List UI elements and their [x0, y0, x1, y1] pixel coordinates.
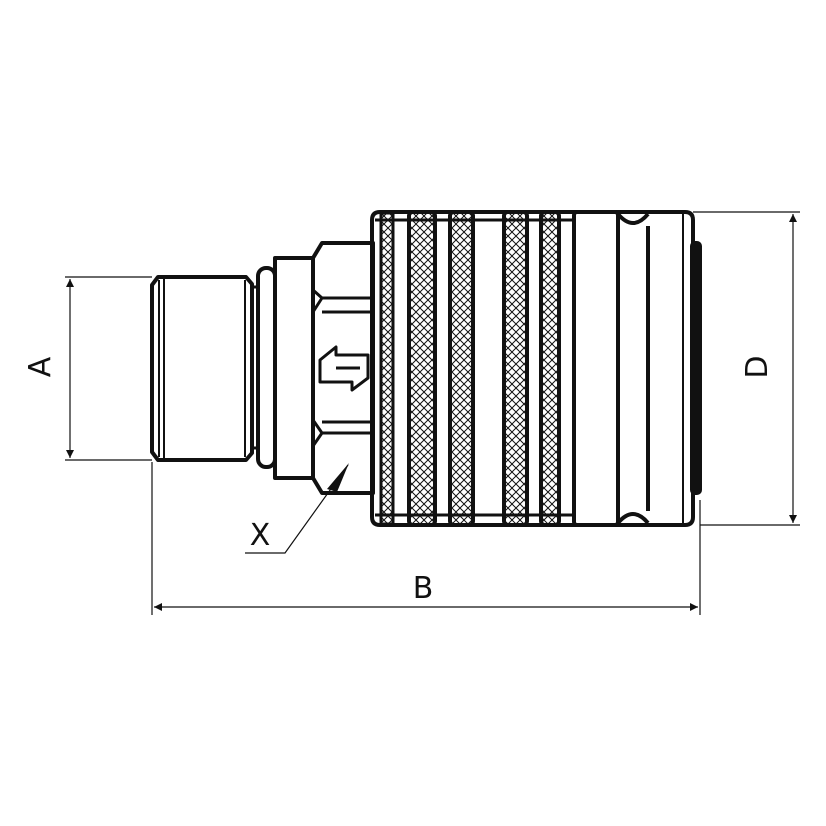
knurled-grip [379, 210, 561, 527]
dimension-label-x: X [250, 518, 271, 553]
o-ring-collar [256, 266, 277, 469]
dimension-label-a: A [23, 356, 58, 377]
threaded-nipple [150, 275, 254, 462]
knurl-band [407, 210, 437, 527]
leader-x-line [245, 464, 349, 554]
seal [690, 241, 702, 495]
dimension-label-b: B [413, 571, 434, 606]
knurl-band [502, 210, 529, 527]
flange [273, 256, 315, 480]
knurl-band [539, 210, 561, 527]
groove [616, 212, 650, 525]
lock-ring [572, 210, 620, 527]
leader-arrow-icon [327, 463, 349, 492]
dimension-label-d: D [740, 355, 775, 378]
flow-direction-icon [318, 345, 370, 392]
coupling-sleeve [370, 210, 695, 527]
knurl-band [448, 210, 475, 527]
knurl-band [379, 211, 395, 526]
